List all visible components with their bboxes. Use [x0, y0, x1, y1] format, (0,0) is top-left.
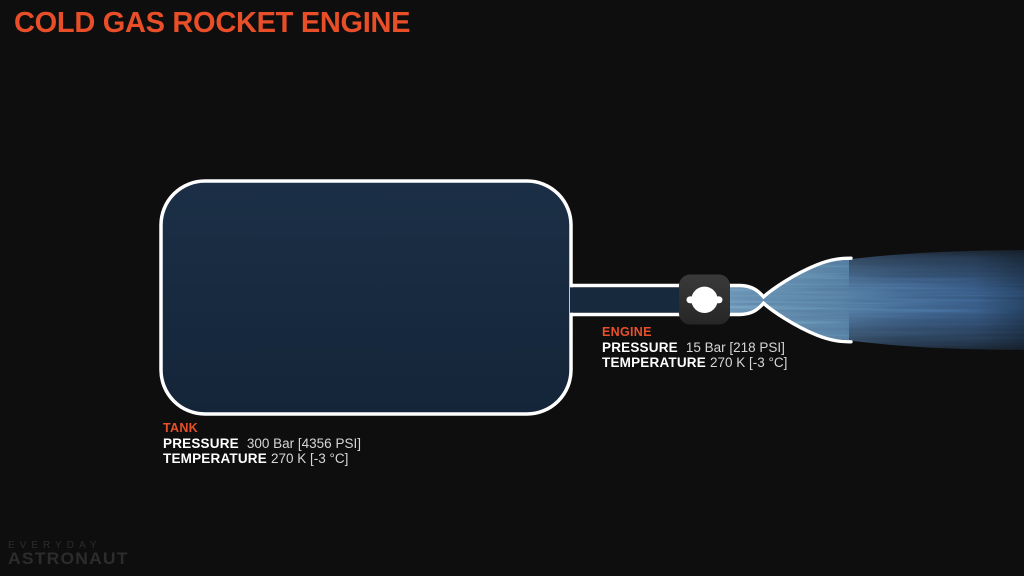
everyday-astronaut-logo: EVERYDAY ASTRONAUT [8, 540, 129, 570]
engine-pressure-value: 15 Bar [218 PSI] [685, 340, 785, 356]
valve-icon [679, 274, 730, 325]
pipe-outline-top [570, 256, 853, 300]
propellant-tank-shape [159, 179, 573, 416]
tank-pressure-label: PRESSURE [163, 436, 239, 452]
tank-temperature-label: TEMPERATURE [163, 451, 267, 467]
feed-line-high-pressure [570, 287, 692, 313]
tank-label-block: TANK PRESSURE 300 Bar [4356 PSI] TEMPERAT… [163, 421, 361, 467]
logo-line-astronaut: ASTRONAUT [8, 549, 129, 568]
engine-pressure-label: PRESSURE [602, 340, 678, 356]
engine-heading: ENGINE [602, 325, 652, 339]
plume-streak-texture [722, 250, 1024, 350]
tank-heading: TANK [163, 421, 198, 435]
engine-temperature-label: TEMPERATURE [602, 355, 706, 371]
engine-pressure-row: PRESSURE 15 Bar [218 PSI] [602, 340, 787, 355]
engine-temperature-value: 270 K [-3 °C] [709, 355, 788, 371]
engine-label-block: ENGINE PRESSURE 15 Bar [218 PSI] TEMPERAT… [602, 325, 787, 371]
page-title: COLD GAS ROCKET ENGINE [14, 7, 411, 39]
pipe-outline-bottom [570, 300, 853, 344]
tank-pressure-row: PRESSURE 300 Bar [4356 PSI] [163, 436, 361, 451]
tank-temperature-value: 270 K [-3 °C] [270, 451, 349, 467]
tank-pressure-value: 300 Bar [4356 PSI] [246, 436, 361, 452]
logo-line-everyday: EVERYDAY [8, 540, 102, 551]
